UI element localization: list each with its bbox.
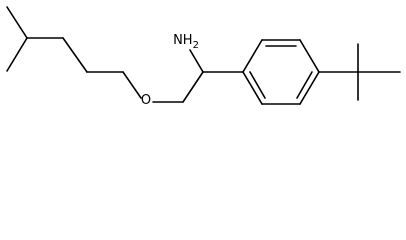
- bond-methyl-upper: [6, 6, 28, 39]
- ring-bond-6: [242, 71, 263, 105]
- bond-methylene-ch: [182, 71, 204, 103]
- bond-chain-4: [122, 71, 142, 99]
- ring-bond-3: [299, 39, 320, 73]
- ring-double-bond-right: [296, 71, 313, 99]
- benzene-ring: [242, 39, 320, 105]
- bond-chain-2: [62, 37, 88, 73]
- ring-double-bond-left: [249, 71, 266, 99]
- bond-methyl-lower: [6, 37, 28, 72]
- amine-label: NH2: [173, 33, 199, 51]
- ring-bond-4: [299, 71, 320, 105]
- oxygen-label: O: [141, 93, 151, 108]
- molecule-diagram: O NH2: [6, 6, 401, 108]
- methylpentyl-chain: [6, 6, 142, 99]
- tert-butyl-group: [318, 43, 401, 101]
- ring-bond-1: [242, 39, 263, 73]
- bond-ch-amine: [189, 49, 204, 73]
